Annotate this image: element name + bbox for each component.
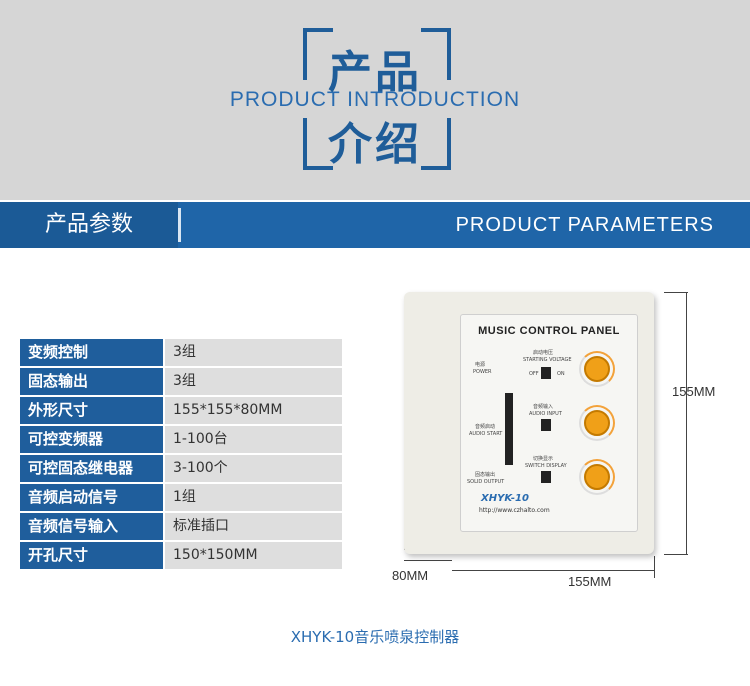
starting-voltage-label-en: STARTING VOLTAGE	[523, 357, 572, 363]
spec-row: 变频控制 3组	[20, 338, 342, 367]
spec-value: 3-100个	[165, 455, 342, 482]
depth-dimension-label: 80MM	[392, 568, 429, 583]
starting-voltage-switch[interactable]	[541, 367, 551, 379]
spec-label: 外形尺寸	[20, 397, 163, 424]
spec-value: 150*150MM	[165, 542, 342, 569]
spec-label: 可控固态继电器	[20, 455, 163, 482]
bracket-bottom-right	[421, 118, 451, 170]
section-title-cn: 产品参数	[44, 212, 133, 237]
spec-row: 可控变频器 1-100台	[20, 425, 342, 454]
spec-value: 155*155*80MM	[165, 397, 342, 424]
off-label: OFF	[529, 371, 539, 377]
knob-ring-2	[579, 405, 615, 441]
bracket-bottom-left	[303, 118, 333, 170]
bracket-top-left	[303, 28, 333, 80]
width-dimension-tick-right	[654, 556, 655, 578]
spec-row: 开孔尺寸 150*150MM	[20, 541, 342, 570]
spec-value: 1组	[165, 484, 342, 511]
hero-subtitle: PRODUCT INTRODUCTION	[229, 88, 521, 111]
section-header-left	[0, 202, 178, 248]
device-title: MUSIC CONTROL PANEL	[478, 325, 620, 337]
height-dimension-tick-bottom	[664, 554, 688, 555]
device-faceplate: MUSIC CONTROL PANEL 电源 POWER 音频启动 AUDIO …	[460, 314, 638, 532]
spec-value: 1-100台	[165, 426, 342, 453]
power-label-cn: 电源	[475, 362, 486, 368]
audio-start-label-cn: 音频启动	[475, 424, 496, 430]
spec-label: 变频控制	[20, 339, 163, 366]
switch-display-label-en: SWITCH DISPLAY	[525, 463, 567, 469]
hero-title-top: 产品	[328, 47, 422, 98]
width-dimension-line	[452, 570, 654, 571]
audio-amplify-knob[interactable]	[584, 410, 610, 436]
solid-output-knob[interactable]	[584, 464, 610, 490]
hero-title-bottom: 介绍	[328, 119, 422, 170]
section-header-band: 产品参数 PRODUCT PARAMETERS	[0, 202, 750, 248]
spec-label: 音频启动信号	[20, 484, 163, 511]
bracket-top-right	[421, 28, 451, 80]
device-model: XHYK-10	[481, 493, 529, 504]
hero-banner: 产品 PRODUCT INTRODUCTION 介绍	[0, 0, 750, 200]
spec-row: 可控固态继电器 3-100个	[20, 454, 342, 483]
spec-row: 固态输出 3组	[20, 367, 342, 396]
starting-voltage-knob[interactable]	[584, 356, 610, 382]
switch-display-switch[interactable]	[541, 471, 551, 483]
product-caption: XHYK-10音乐喷泉控制器	[290, 628, 460, 646]
product-photo: MUSIC CONTROL PANEL 电源 POWER 音频启动 AUDIO …	[404, 292, 654, 554]
audio-start-label-en: AUDIO START	[469, 431, 503, 437]
knob-ring-1	[579, 351, 615, 387]
audio-input-switch[interactable]	[541, 419, 551, 431]
solid-output-label-cn: 固态输出	[475, 472, 496, 478]
device-url: http://www.czhalto.com	[479, 507, 550, 514]
spec-value: 3组	[165, 368, 342, 395]
section-title-en: PRODUCT PARAMETERS	[455, 214, 714, 236]
starting-voltage-label-cn: 启动电压	[533, 350, 554, 356]
height-dimension-label: 155MM	[672, 384, 716, 399]
section-divider	[178, 208, 181, 242]
spec-label: 固态输出	[20, 368, 163, 395]
spec-row: 音频信号输入 标准插口	[20, 512, 342, 541]
spec-label: 可控变频器	[20, 426, 163, 453]
spec-row: 外形尺寸 155*155*80MM	[20, 396, 342, 425]
spec-label: 开孔尺寸	[20, 542, 163, 569]
audio-input-label-en: AUDIO INPUT	[529, 411, 562, 417]
spec-row: 音频启动信号 1组	[20, 483, 342, 512]
height-dimension-tick-top	[664, 292, 688, 293]
audio-input-label-cn: 音频输入	[533, 404, 554, 410]
spec-label: 音频信号输入	[20, 513, 163, 540]
spec-value: 3组	[165, 339, 342, 366]
width-dimension-label: 155MM	[568, 574, 612, 589]
depth-dimension-line	[404, 560, 452, 561]
spec-table: 变频控制 3组 固态输出 3组 外形尺寸 155*155*80MM 可控变频器 …	[20, 338, 342, 570]
knob-ring-3	[579, 459, 615, 495]
height-dimension-line	[686, 292, 687, 554]
on-label: ON	[557, 371, 565, 377]
led-indicator-bar	[505, 393, 513, 465]
power-label-en: POWER	[473, 369, 492, 375]
spec-value: 标准插口	[165, 513, 342, 540]
switch-display-label-cn: 切换显示	[533, 456, 554, 462]
solid-output-label-en: SOLID OUTPUT	[467, 479, 505, 485]
